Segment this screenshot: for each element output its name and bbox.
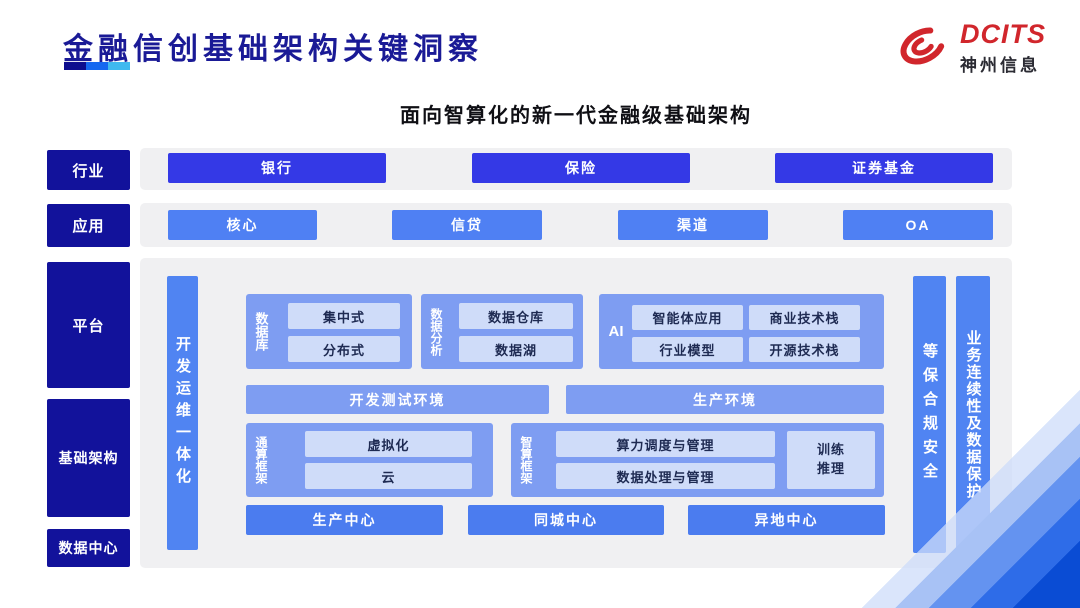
industry-box-bank: 银行 — [168, 153, 386, 183]
industry-box-insurance: 保险 — [472, 153, 690, 183]
pillar-devops: 开发运维一体化 — [167, 276, 198, 550]
box-opensource-stack: 开源技术栈 — [749, 337, 860, 362]
box-production-environment: 生产环境 — [566, 385, 884, 414]
logo-swirl-icon — [894, 20, 952, 77]
box-compute-scheduling: 算力调度与管理 — [556, 431, 775, 457]
group-data-analysis-label: 数据分析 — [429, 307, 443, 356]
box-virtualization: 虚拟化 — [305, 431, 472, 457]
app-box-core: 核心 — [168, 210, 317, 240]
sidebar-item-industry: 行业 — [47, 150, 130, 190]
box-data-lake: 数据湖 — [459, 336, 573, 362]
box-devtest-environment: 开发测试环境 — [246, 385, 549, 414]
pillar-compliance-security: 等保合规安全 — [913, 276, 946, 553]
app-box-oa: OA — [843, 210, 993, 240]
group-ai-label: AI — [608, 323, 624, 340]
logo-company-text: 神州信息 — [960, 56, 1040, 75]
box-training-inference: 训练推理 — [787, 431, 875, 489]
box-production-center: 生产中心 — [246, 505, 443, 535]
logo-brand-text: DCITS — [960, 19, 1046, 49]
box-training-inference-label: 训练推理 — [816, 442, 845, 476]
underline-segment-blue — [86, 62, 108, 70]
diagram-title: 面向智算化的新一代金融级基础架构 — [400, 105, 752, 127]
box-agent-apps: 智能体应用 — [632, 305, 743, 330]
box-data-processing: 数据处理与管理 — [556, 463, 775, 489]
box-same-city-center: 同城中心 — [468, 505, 664, 535]
company-logo: DCITS 神州信息 — [894, 20, 1046, 77]
underline-segment-light — [108, 62, 130, 70]
box-distributed: 分布式 — [288, 336, 400, 362]
sidebar-item-infrastructure: 基础架构 — [47, 399, 130, 517]
sidebar-item-platform: 平台 — [47, 262, 130, 388]
app-box-channel: 渠道 — [618, 210, 768, 240]
underline-segment-dark — [64, 62, 86, 70]
box-cloud: 云 — [305, 463, 472, 489]
group-intelligent-computing-label: 智算框架 — [519, 436, 533, 484]
group-general-computing-label: 通算框架 — [254, 436, 268, 484]
sidebar-item-application: 应用 — [47, 204, 130, 247]
sidebar-item-datacenter: 数据中心 — [47, 529, 130, 567]
box-remote-center: 异地中心 — [688, 505, 885, 535]
box-data-warehouse: 数据仓库 — [459, 303, 573, 329]
industry-box-securities: 证券基金 — [775, 153, 993, 183]
box-industry-models: 行业模型 — [632, 337, 743, 362]
box-commercial-stack: 商业技术栈 — [749, 305, 860, 330]
group-database-label: 数据库 — [253, 312, 269, 351]
pillar-business-continuity: 业务连续性及数据保护 — [956, 276, 990, 553]
page-title: 金融信创基础架构关键洞察 — [63, 33, 483, 66]
app-box-credit: 信贷 — [392, 210, 542, 240]
box-centralized: 集中式 — [288, 303, 400, 329]
title-underline-gradient — [64, 62, 130, 70]
